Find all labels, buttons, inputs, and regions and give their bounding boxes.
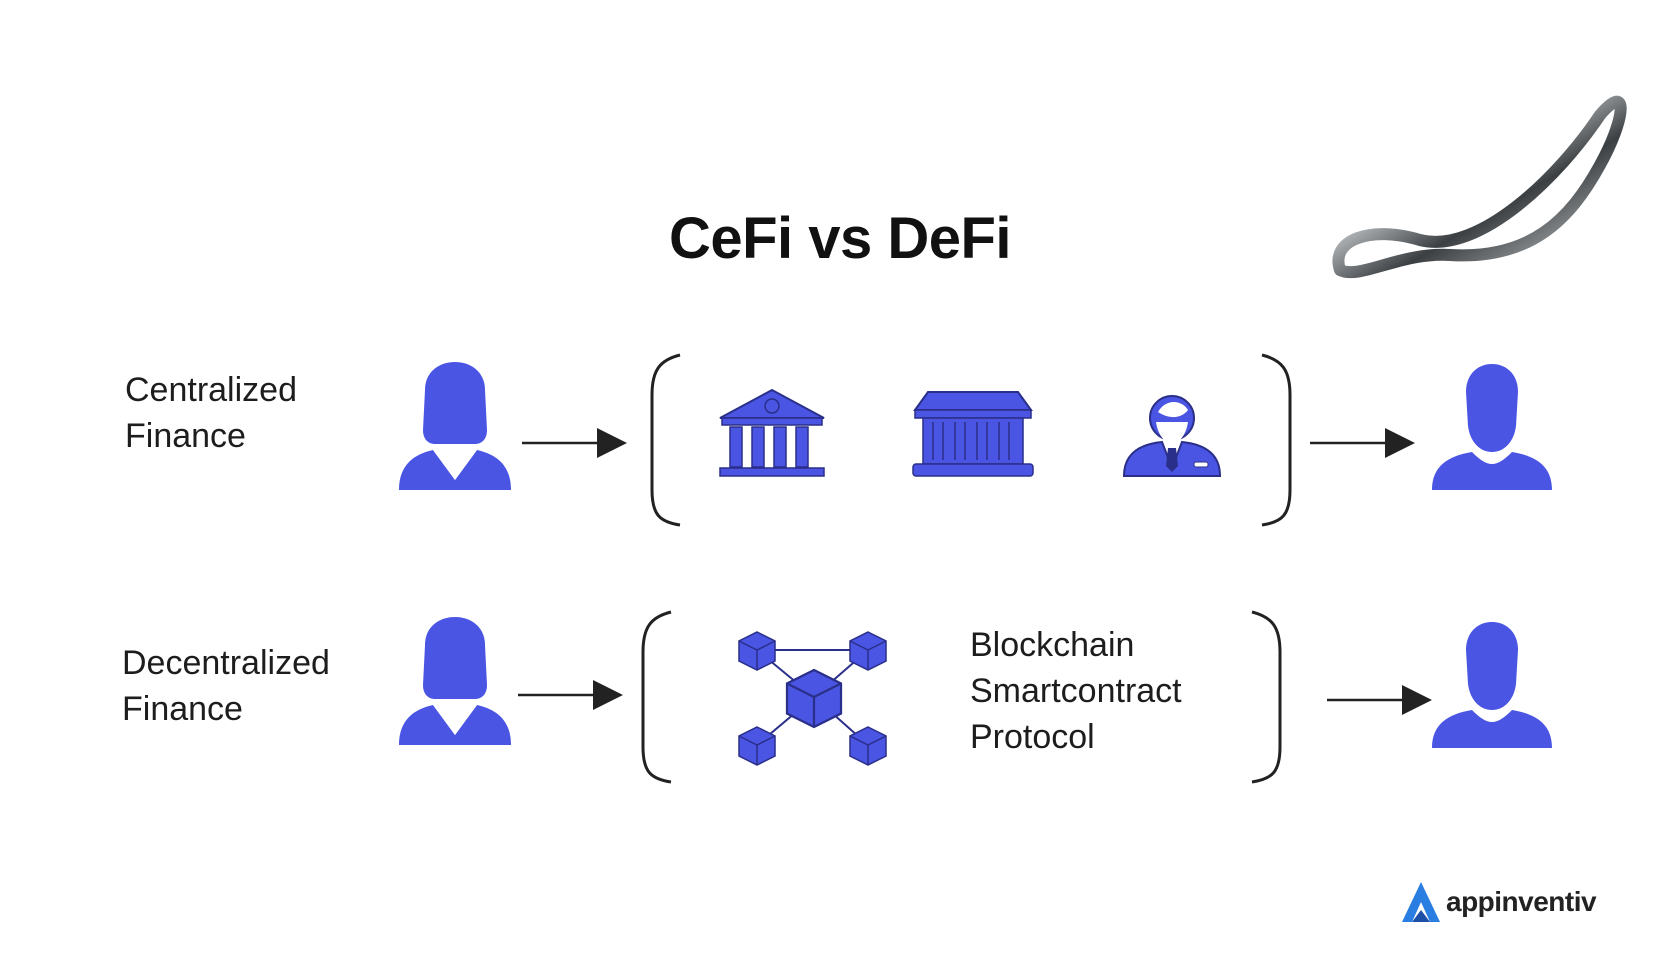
protocol-line-smartcontract: Smartcontract [970,672,1182,710]
brand-logo: appinventiv [1400,880,1597,924]
user-icon-defi-receiver [1432,622,1552,748]
bracket-left-defi [641,610,672,784]
banker-icon [1122,395,1222,477]
bank-icon [719,388,825,477]
brand-mark-icon [1402,882,1440,922]
centralized-finance-label: Centralized Finance [125,367,297,459]
brand-name: appinventiv [1446,886,1597,917]
protocol-line-blockchain: Blockchain [970,626,1135,664]
protocol-line-protocol: Protocol [970,718,1095,756]
centralized-label-line-1: Centralized [125,371,297,409]
user-icon-cefi-receiver [1432,364,1552,490]
decorative-ribbon-icon [1332,95,1627,279]
temple-icon [912,391,1034,477]
centralized-label-line-2: Finance [125,417,246,455]
diagram-title: CeFi vs DeFi [668,206,1012,271]
user-female-icon-defi-sender [399,617,511,745]
decentralized-label-line-2: Finance [122,690,243,728]
decentralized-finance-label: Decentralized Finance [122,640,330,732]
bracket-right-cefi [1261,353,1292,527]
user-female-icon-cefi-sender [399,362,511,490]
decentralized-protocol-text: Blockchain Smartcontract Protocol [970,622,1182,760]
bracket-right-defi [1251,610,1282,784]
blockchain-icon [738,631,887,766]
bracket-left-cefi [650,353,681,527]
decentralized-label-line-1: Decentralized [122,644,330,682]
